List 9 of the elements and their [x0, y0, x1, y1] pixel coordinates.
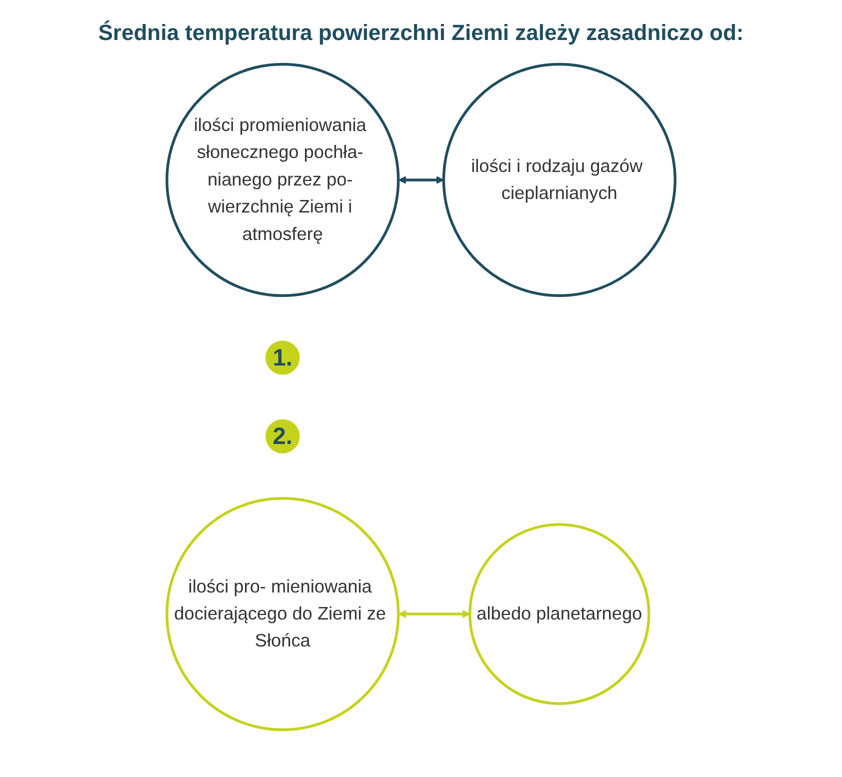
node-circle: albedo planetarnego — [468, 523, 650, 705]
node-circle: 2. — [266, 419, 300, 454]
title: Średnia temperatura powierzchni Ziemi zależy zasadniczo od: — [97, 19, 745, 47]
arrow — [398, 176, 444, 184]
node-circle: ilości i rodzaju gazów cieplarnianych — [442, 62, 676, 297]
arrow — [398, 610, 470, 618]
node-circle: 1. — [266, 340, 300, 375]
node-circle: ilości promieniowania słonecznego pochła- nianego przez po- wierzchnię Ziemi i atmosferę — [166, 62, 400, 297]
node-circle: ilości pro- mieniowania docierającego do Ziemi ze Słońca — [166, 497, 400, 732]
